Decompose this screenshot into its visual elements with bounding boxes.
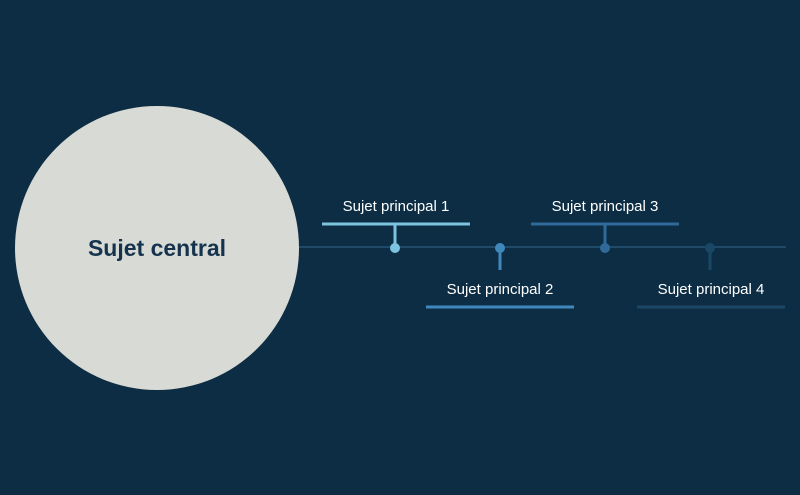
central-topic-label: Sujet central <box>88 235 226 261</box>
topic-4-label[interactable]: Sujet principal 4 <box>658 281 765 298</box>
topic-4-node[interactable] <box>705 243 715 253</box>
topic-3-label[interactable]: Sujet principal 3 <box>552 198 659 215</box>
topic-2-label[interactable]: Sujet principal 2 <box>447 281 554 298</box>
topic-1-node[interactable] <box>390 243 400 253</box>
topic-3-node[interactable] <box>600 243 610 253</box>
topic-2-node[interactable] <box>495 243 505 253</box>
central-topic-node[interactable] <box>15 106 299 390</box>
topic-1-label[interactable]: Sujet principal 1 <box>343 198 450 215</box>
main-topics-group: Sujet principal 1 Sujet principal 2 Sujet … <box>322 198 785 309</box>
